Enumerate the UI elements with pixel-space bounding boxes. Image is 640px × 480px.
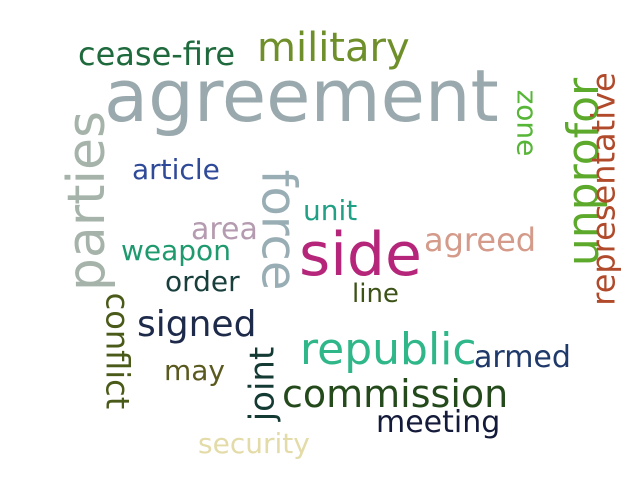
word-force: force — [250, 169, 307, 291]
word-meeting: meeting — [376, 405, 501, 440]
word-cease-fire: cease-fire — [78, 35, 236, 73]
word-may: may — [164, 354, 226, 387]
word-agreed: agreed — [424, 221, 537, 259]
word-representative: representative — [584, 72, 623, 306]
word-military: military — [257, 25, 410, 71]
word-commission: commission — [282, 372, 509, 416]
word-armed: armed — [474, 340, 571, 375]
word-parties: parties — [57, 110, 118, 292]
word-joint: joint — [242, 346, 283, 422]
word-republic: republic — [300, 324, 477, 375]
word-side: side — [299, 220, 422, 290]
word-unit: unit — [303, 194, 358, 227]
word-signed: signed — [137, 304, 257, 345]
word-line: line — [352, 279, 399, 309]
word-area: area — [191, 212, 258, 247]
word-conflict: conflict — [98, 292, 137, 410]
word-article: article — [132, 153, 220, 186]
word-security: security — [198, 427, 310, 460]
word-agreement: agreement — [104, 54, 499, 138]
word-zone: zone — [510, 89, 544, 157]
word-order: order — [165, 265, 240, 298]
word-weapon: weapon — [121, 234, 231, 267]
